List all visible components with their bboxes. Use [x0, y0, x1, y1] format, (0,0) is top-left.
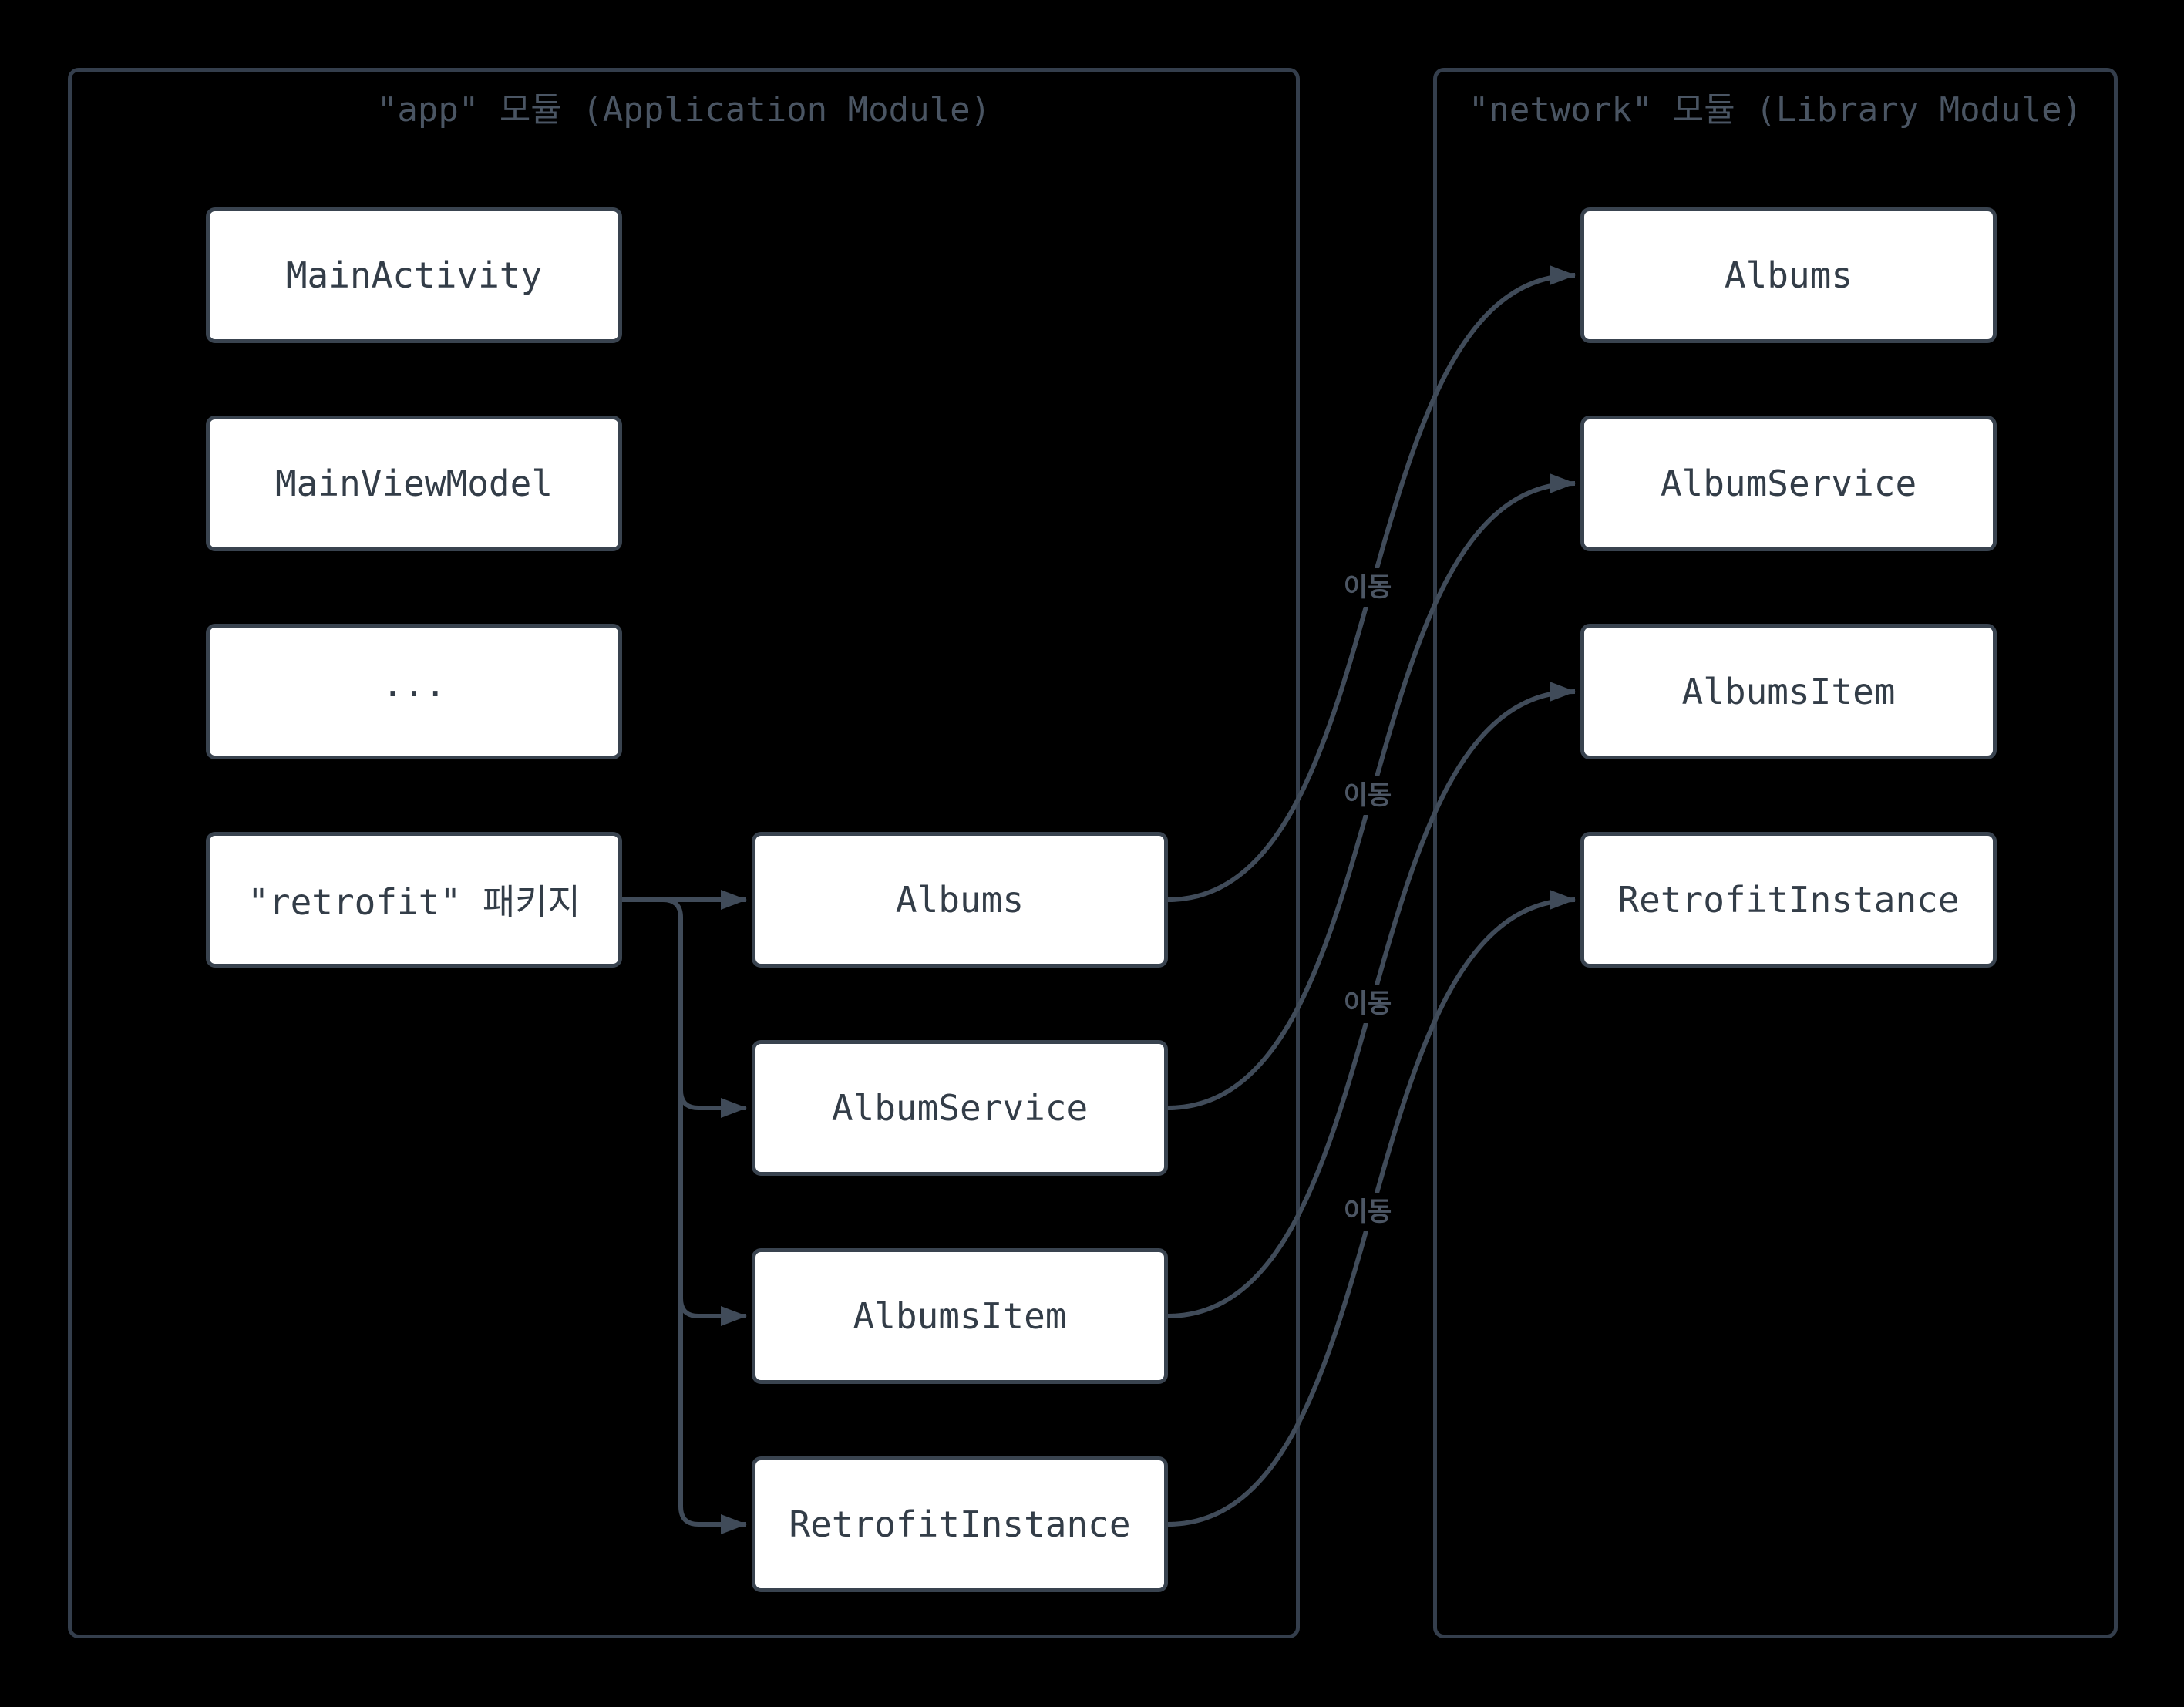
node-network-retrofitinstance-label: RetrofitInstance	[1617, 879, 1960, 921]
node-app-retrofitinstance-label: RetrofitInstance	[789, 1503, 1131, 1545]
edge-label-move-1: 이동	[1334, 568, 1402, 607]
node-mainactivity: MainActivity	[206, 207, 622, 343]
app-module-title: "app" 모듈 (Application Module)	[376, 90, 991, 130]
node-ellipsis: ...	[206, 624, 622, 759]
node-app-albumsitem-label: AlbumsItem	[853, 1295, 1067, 1337]
node-mainactivity-label: MainActivity	[285, 254, 543, 296]
edge-label-move-4: 이동	[1334, 1193, 1402, 1231]
edge-label-move-3: 이동	[1334, 985, 1402, 1023]
node-mainviewmodel: MainViewModel	[206, 416, 622, 551]
node-network-albums-label: Albums	[1724, 254, 1853, 296]
network-module-container: "network" 모듈 (Library Module)	[1433, 68, 2118, 1638]
node-retrofit-package: "retrofit" 패키지	[206, 832, 622, 968]
edge-retrofit-trunk-to-retrofitinstance	[662, 897, 747, 1534]
node-app-albumsitem: AlbumsItem	[752, 1248, 1168, 1384]
node-network-albumsitem-label: AlbumsItem	[1681, 671, 1896, 712]
node-ellipsis-label: ...	[382, 663, 446, 705]
node-network-albums: Albums	[1580, 207, 1997, 343]
node-retrofit-package-label: "retrofit" 패키지	[247, 881, 580, 923]
node-app-retrofitinstance: RetrofitInstance	[752, 1456, 1168, 1592]
app-module-container: "app" 모듈 (Application Module)	[68, 68, 1300, 1638]
node-app-albums-label: Albums	[895, 879, 1025, 921]
node-app-albumservice: AlbumService	[752, 1040, 1168, 1176]
network-module-title: "network" 모듈 (Library Module)	[1468, 90, 2083, 130]
node-app-albums: Albums	[752, 832, 1168, 968]
node-network-retrofitinstance: RetrofitInstance	[1580, 832, 1997, 968]
edge-retrofit-branch-to-albumservice	[678, 1089, 747, 1118]
node-app-albumservice-label: AlbumService	[831, 1087, 1089, 1129]
edge-retrofit-branch-to-albumsitem	[678, 1298, 747, 1326]
node-network-albumsitem: AlbumsItem	[1580, 624, 1997, 759]
edge-label-move-2: 이동	[1334, 776, 1402, 815]
node-mainviewmodel-label: MainViewModel	[274, 463, 554, 504]
node-network-albumservice-label: AlbumService	[1660, 463, 1917, 504]
node-network-albumservice: AlbumService	[1580, 416, 1997, 551]
